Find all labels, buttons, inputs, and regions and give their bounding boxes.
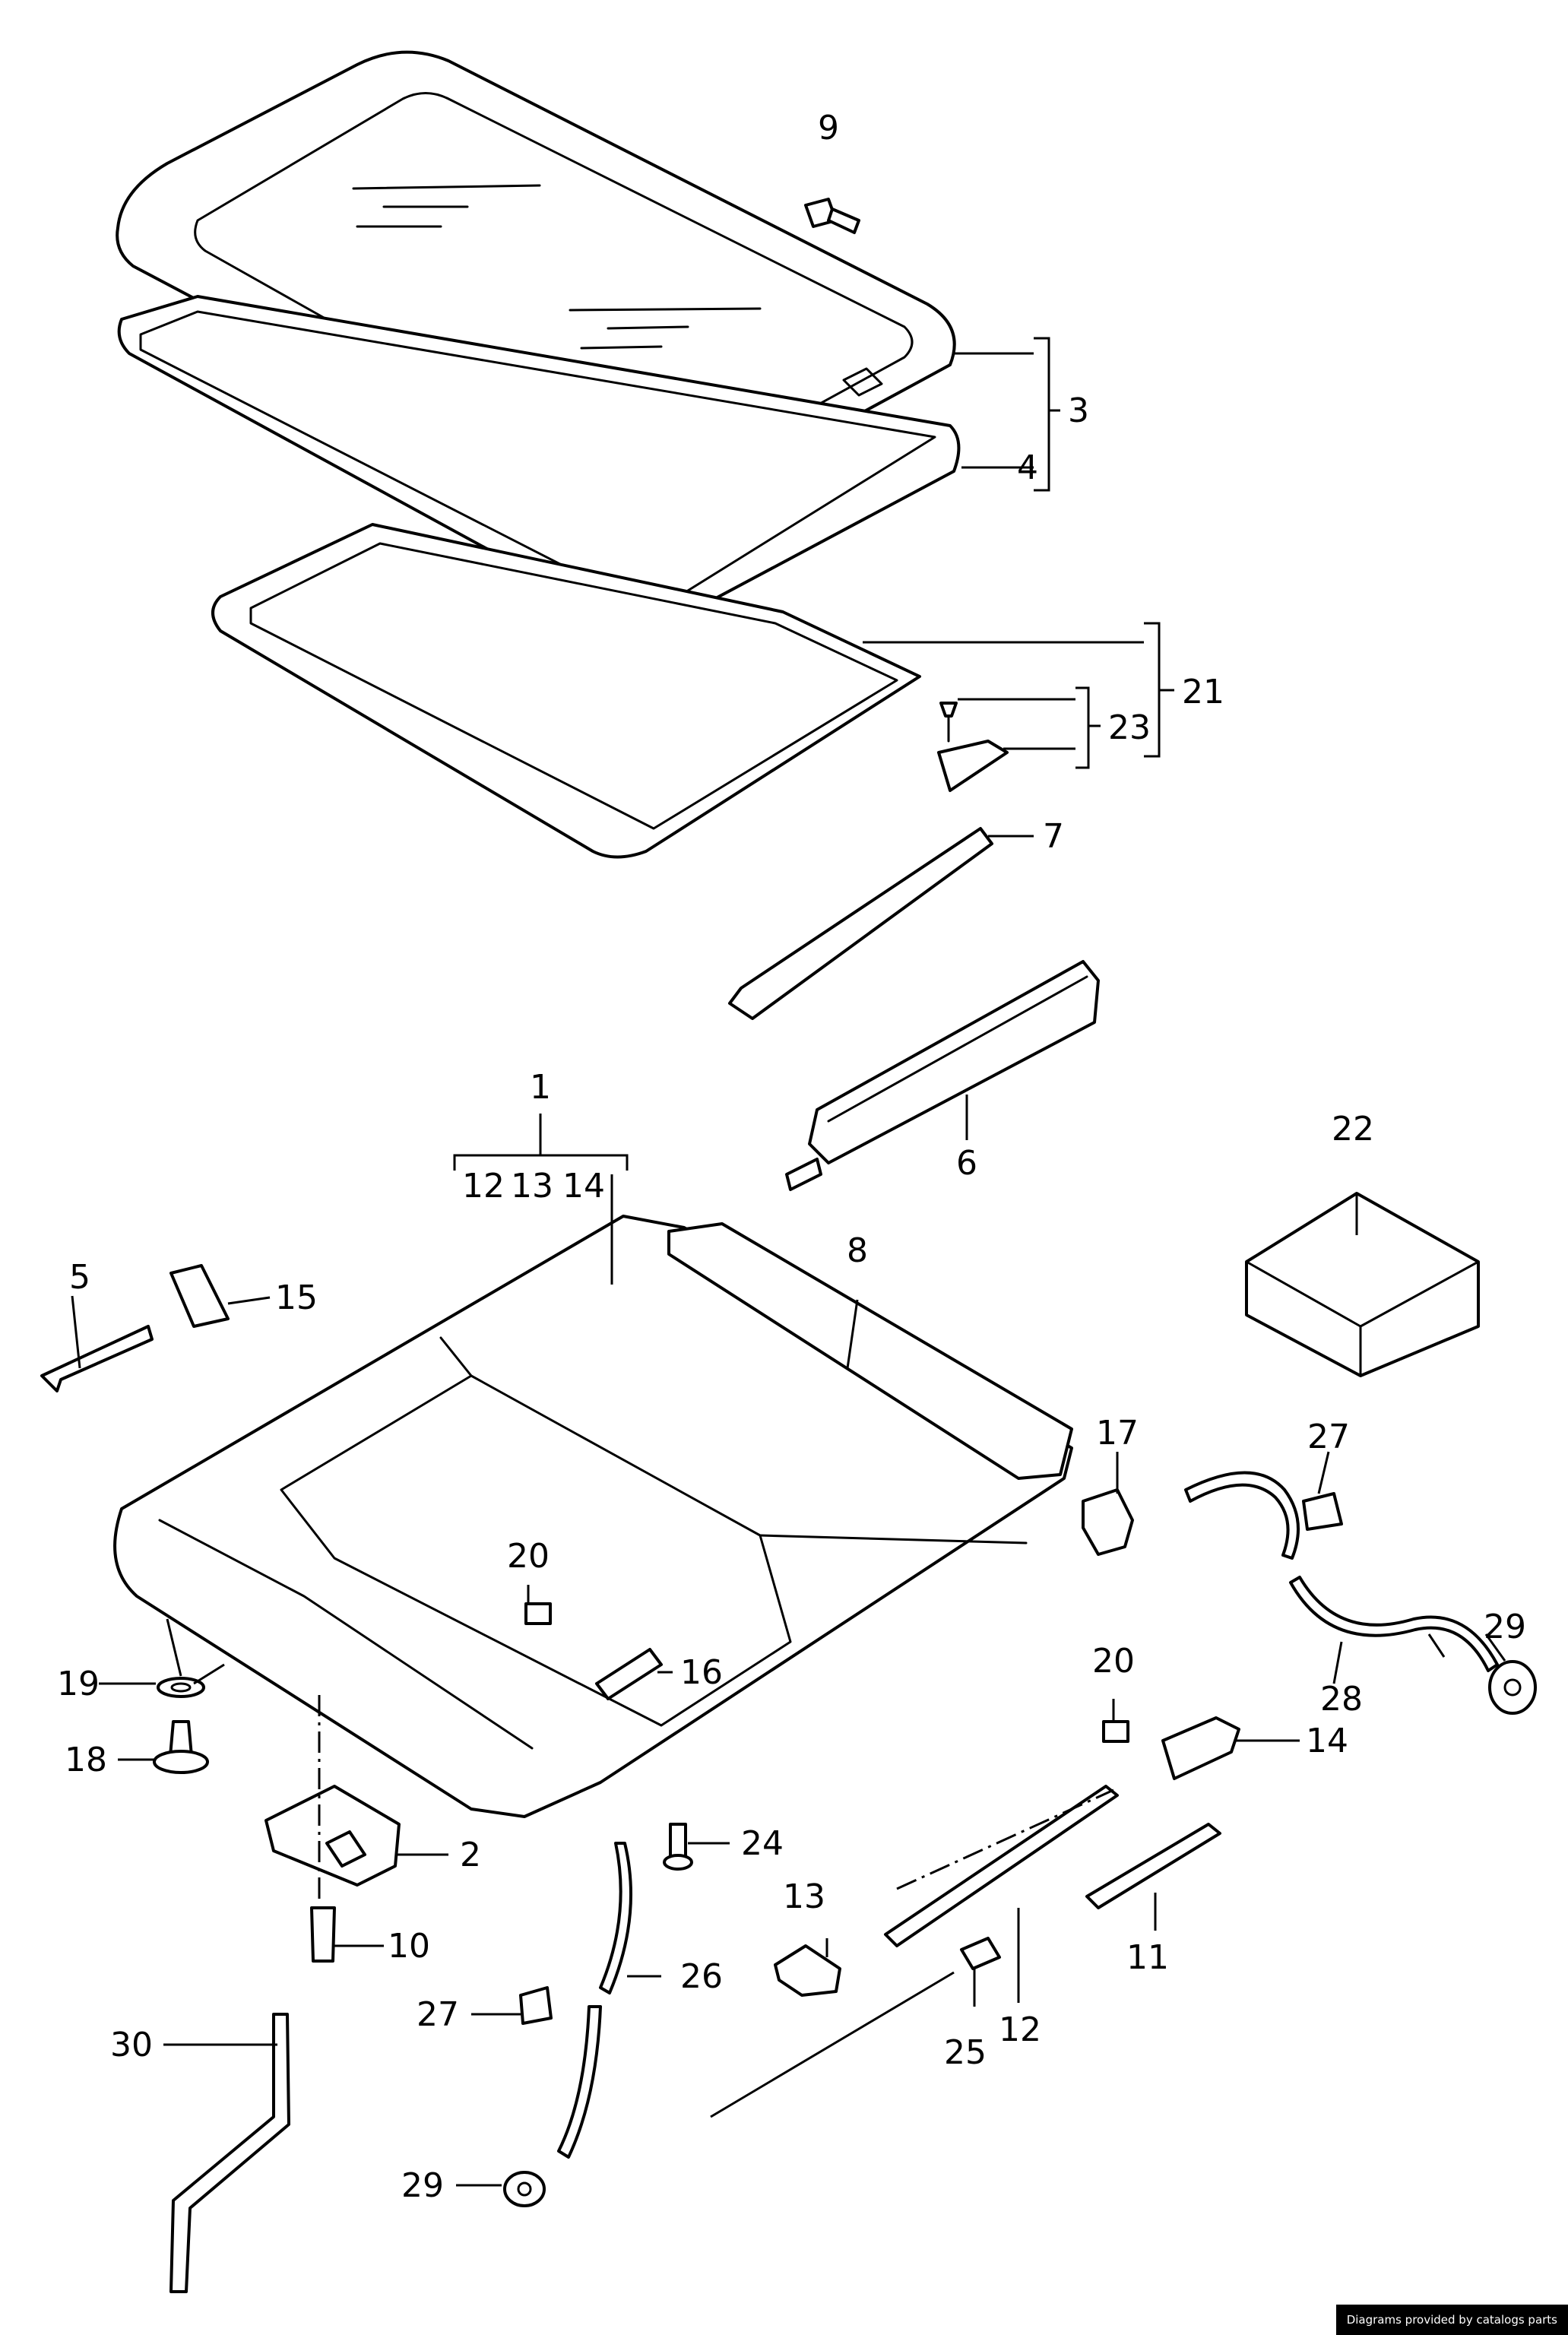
- callout-labels: 1 2 3 4 5 6 7 8 9 10 11 12 13 14 12 13 1…: [57, 109, 1526, 2205]
- callout-10: 10: [388, 1927, 430, 1966]
- clip-20: [524, 1602, 552, 1625]
- callout-5: 5: [69, 1258, 90, 1297]
- clip-15: [169, 1264, 230, 1328]
- callout-30: 30: [110, 2026, 153, 2064]
- guide-rail-11: [1085, 1823, 1221, 1909]
- washer-19: [157, 1677, 205, 1698]
- callout-29b: 29: [1484, 1608, 1526, 1646]
- callout-21: 21: [1182, 673, 1224, 711]
- guide-13: [774, 1944, 841, 1997]
- callout-27b: 27: [1307, 1418, 1350, 1456]
- callout-7: 7: [1043, 817, 1064, 856]
- callout-6: 6: [956, 1144, 977, 1183]
- cable-12: [884, 1785, 1119, 1947]
- callout-18: 18: [65, 1741, 107, 1779]
- drain-tube-front: [40, 1325, 154, 1392]
- callout-13b: 13: [783, 1877, 825, 1916]
- callout-1: 1: [530, 1068, 551, 1107]
- bracket-17: [1082, 1488, 1134, 1556]
- lower-frame: [211, 523, 921, 859]
- screw-10: [310, 1906, 336, 1963]
- clip-25: [960, 1937, 1001, 1970]
- rail-8: [667, 1222, 1073, 1480]
- hose-28: [1184, 1471, 1499, 1672]
- callout-20b: 20: [1092, 1642, 1135, 1681]
- callout-16: 16: [680, 1653, 723, 1692]
- callout-17: 17: [1096, 1414, 1139, 1453]
- bolt-24: [663, 1823, 693, 1871]
- callout-13: 13: [511, 1167, 553, 1206]
- callout-22: 22: [1332, 1110, 1374, 1148]
- callout-12: 12: [462, 1167, 505, 1206]
- bracket-14: [1161, 1716, 1240, 1780]
- callout-14: 14: [562, 1167, 605, 1206]
- motor-2: [265, 1785, 401, 1887]
- grommet-29b: [1488, 1660, 1537, 1715]
- leader-lines: [71, 337, 1506, 2187]
- bracket-assembly: [937, 702, 1009, 792]
- callout-19: 19: [57, 1665, 100, 1703]
- callout-3: 3: [1068, 391, 1089, 430]
- wind-deflector: [728, 827, 993, 1020]
- box-22: [1245, 1192, 1480, 1377]
- hose-26: [557, 1842, 632, 2159]
- seal-strip: [595, 1648, 663, 1700]
- callout-9: 9: [818, 109, 839, 147]
- callout-14b: 14: [1306, 1722, 1348, 1760]
- callout-26: 26: [680, 1957, 723, 1996]
- grommet-29: [503, 2171, 546, 2207]
- callout-20: 20: [507, 1537, 550, 1576]
- callout-25: 25: [944, 2033, 987, 2072]
- callout-27: 27: [417, 1995, 459, 2034]
- clip-20b: [1102, 1720, 1129, 1743]
- clip-27b: [1302, 1492, 1343, 1531]
- sunshade: [785, 960, 1100, 1191]
- credit-banner: Diagrams provided by catalogs parts: [1335, 2305, 1568, 2335]
- callout-12b: 12: [999, 2010, 1041, 2049]
- crank-30: [169, 2013, 290, 2293]
- callout-11: 11: [1126, 1938, 1169, 1977]
- callout-15: 15: [275, 1278, 318, 1317]
- callout-24: 24: [741, 1824, 784, 1863]
- callout-28: 28: [1320, 1680, 1363, 1719]
- main-frame: [113, 1215, 1073, 1818]
- bolt-9: [804, 198, 860, 234]
- clip-27: [519, 1986, 553, 2025]
- callout-2: 2: [460, 1836, 481, 1874]
- callout-4: 4: [1017, 448, 1038, 487]
- callout-8: 8: [847, 1231, 868, 1270]
- fastener-18: [153, 1720, 209, 1774]
- callout-29: 29: [401, 2166, 444, 2205]
- callout-23: 23: [1108, 708, 1151, 747]
